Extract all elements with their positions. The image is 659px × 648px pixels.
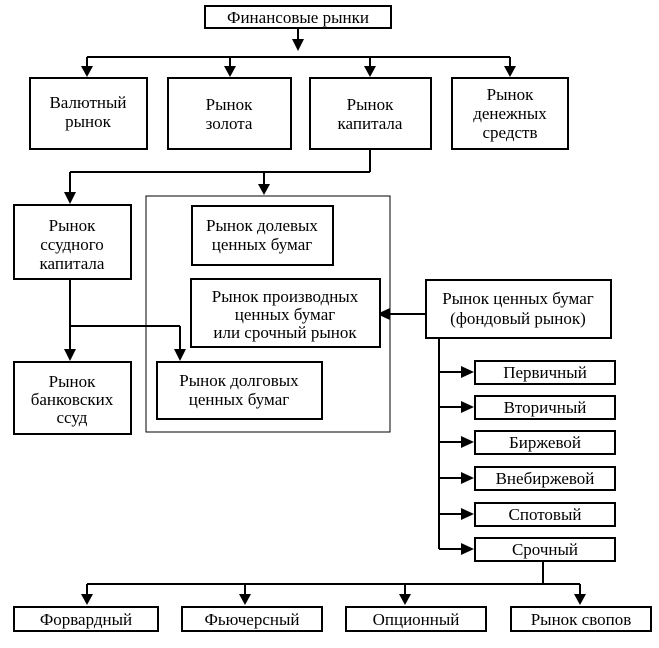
bank-loans-line-2: банковских: [31, 390, 114, 409]
options-label: Опционный: [373, 610, 460, 629]
arrowhead-securities-group: [258, 184, 270, 195]
forward-contract-label: Форвардный: [40, 610, 132, 629]
segment-primary-label: Первичный: [503, 363, 587, 382]
currency-market-line-1: Валютный: [49, 93, 126, 112]
swaps-label: Рынок свопов: [531, 610, 632, 629]
arrowhead-gold: [224, 66, 236, 77]
arrowhead-forward: [461, 543, 474, 555]
gold-market-node: Рынок золота: [167, 77, 292, 150]
gold-market-line-2: золота: [206, 114, 253, 133]
segment-otc-node: Внебиржевой: [474, 466, 616, 491]
arrowhead-capital: [364, 66, 376, 77]
segment-spot-label: Спотовый: [509, 505, 582, 524]
root-node: Финансовые рынки: [204, 5, 392, 29]
arrowhead-money: [504, 66, 516, 77]
options-node: Опционный: [345, 606, 487, 632]
money-market-line-3: средств: [482, 123, 537, 142]
arrowhead-spot: [461, 508, 474, 520]
currency-market-line-2: рынок: [65, 112, 112, 131]
segment-forward-label: Срочный: [512, 540, 578, 559]
segment-exchange-node: Биржевой: [474, 430, 616, 455]
loan-capital-line-2: ссудного: [40, 235, 104, 254]
futures-node: Фьючерсный: [181, 606, 323, 632]
futures-label: Фьючерсный: [205, 610, 300, 629]
arrowhead-secondary: [461, 401, 474, 413]
bank-loans-node: Рынок банковских ссуд: [13, 361, 132, 435]
derivatives-node: Рынок производных ценных бумаг или срочн…: [190, 278, 381, 348]
equity-securities-line-2: ценных бумаг: [212, 235, 312, 254]
arrowhead-primary: [461, 366, 474, 378]
loan-capital-line-3: капитала: [40, 254, 105, 273]
derivatives-line-2: ценных бумаг: [235, 305, 335, 324]
gold-market-line-1: Рынок: [206, 95, 253, 114]
debt-securities-line-2: ценных бумаг: [189, 390, 289, 409]
debt-securities-line-1: Рынок долговых: [179, 371, 299, 390]
arrowhead-currency: [81, 66, 93, 77]
derivatives-line-3: или срочный рынок: [213, 323, 357, 342]
derivatives-line-1: Рынок производных: [212, 287, 359, 306]
securities-market-line-1: Рынок ценных бумаг: [442, 289, 593, 308]
segment-spot-node: Спотовый: [474, 502, 616, 527]
arrowhead-forward-contract: [81, 594, 93, 605]
securities-group-container: [145, 195, 391, 433]
segment-primary-node: Первичный: [474, 360, 616, 385]
segment-secondary-node: Вторичный: [474, 395, 616, 420]
money-market-line-1: Рынок: [487, 85, 534, 104]
segment-otc-label: Внебиржевой: [496, 469, 595, 488]
connectors: [64, 28, 586, 605]
arrowhead-otc: [461, 472, 474, 484]
segment-secondary-label: Вторичный: [504, 398, 587, 417]
arrowhead-futures: [239, 594, 251, 605]
loan-capital-node: Рынок ссудного капитала: [13, 204, 132, 280]
securities-market-line-2: (фондовый рынок): [450, 309, 586, 328]
arrowhead-swaps: [574, 594, 586, 605]
arrowhead-securities-left: [377, 308, 390, 320]
forward-contract-node: Форвардный: [13, 606, 159, 632]
root-label: Финансовые рынки: [227, 8, 369, 27]
currency-market-node: Валютный рынок: [29, 77, 148, 150]
segment-forward-node: Срочный: [474, 537, 616, 562]
capital-market-line-2: капитала: [338, 114, 403, 133]
bank-loans-line-1: Рынок: [49, 372, 96, 391]
money-market-node: Рынок денежных средств: [451, 77, 569, 150]
debt-securities-node: Рынок долговых ценных бумаг: [156, 361, 323, 420]
arrowhead-options: [399, 594, 411, 605]
capital-market-node: Рынок капитала: [309, 77, 432, 150]
arrowhead-root: [292, 39, 304, 51]
money-market-line-2: денежных: [473, 104, 547, 123]
segment-exchange-label: Биржевой: [509, 433, 581, 452]
equity-securities-line-1: Рынок долевых: [206, 216, 318, 235]
bank-loans-line-3: ссуд: [57, 408, 88, 427]
arrowhead-bank-loans: [64, 349, 76, 361]
swaps-node: Рынок свопов: [510, 606, 652, 632]
arrowhead-exchange: [461, 436, 474, 448]
loan-capital-line-1: Рынок: [49, 216, 96, 235]
securities-market-node: Рынок ценных бумаг (фондовый рынок): [425, 279, 612, 339]
arrowhead-debt: [174, 349, 186, 361]
arrowhead-loan-capital: [64, 192, 76, 204]
equity-securities-node: Рынок долевых ценных бумаг: [191, 205, 334, 266]
capital-market-line-1: Рынок: [347, 95, 394, 114]
